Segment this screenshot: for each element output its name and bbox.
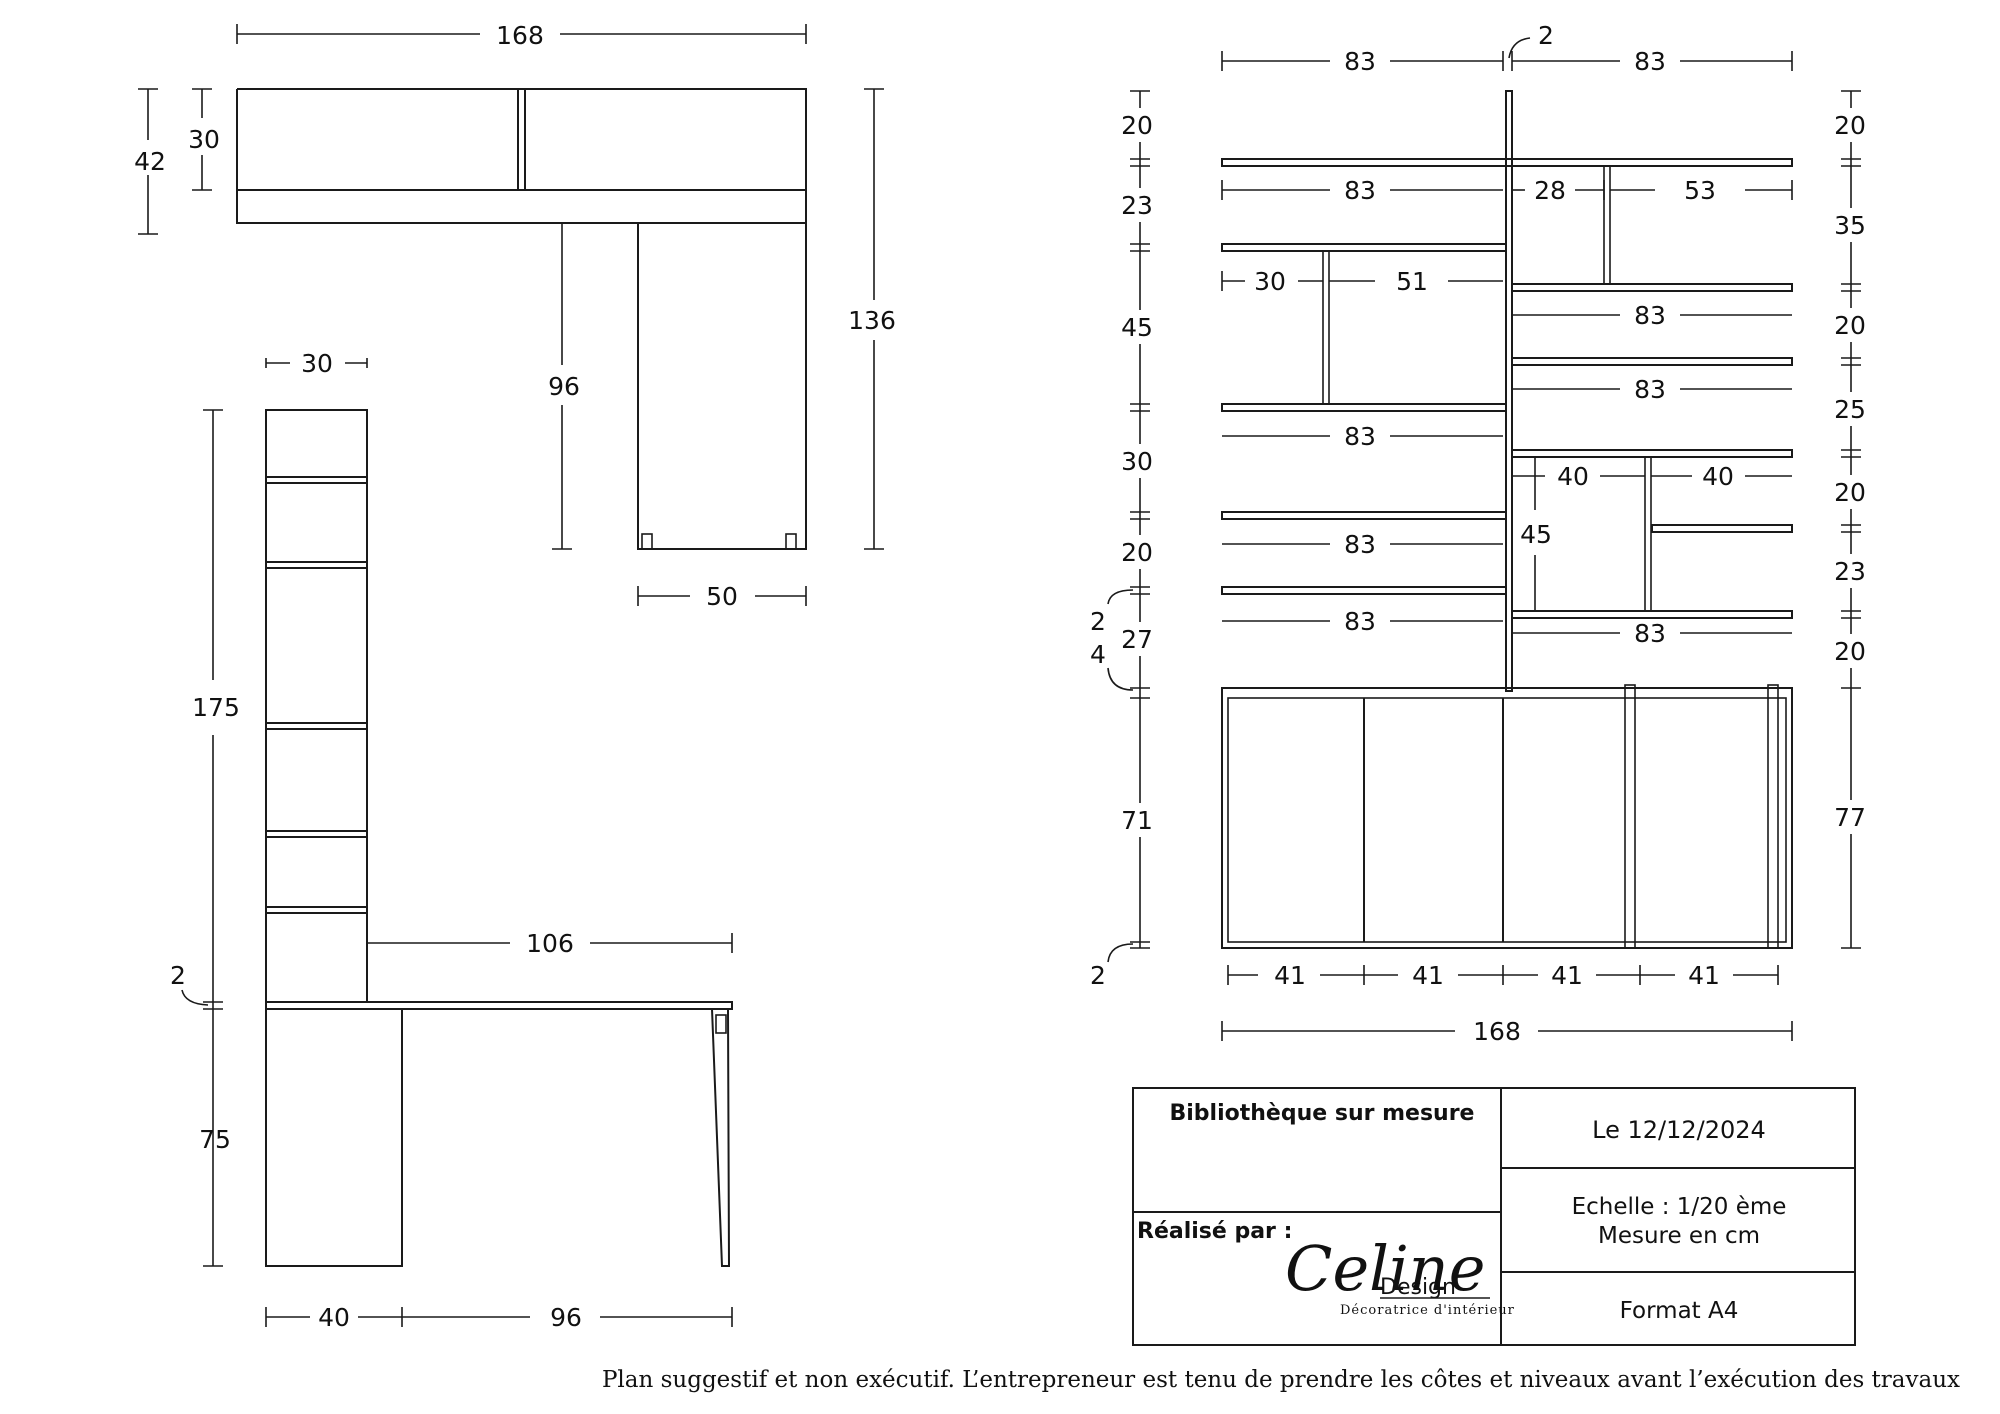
dim-top-96: 96 [548,372,580,401]
dim-front-right-7: 77 [1834,803,1866,832]
dim-front-upright: 2 [1538,21,1554,50]
dim-front-right-4: 20 [1834,478,1866,507]
dim-w83c: 83 [1344,422,1376,451]
dim-front-left-5: 27 [1121,625,1153,654]
dim-cab-0: 41 [1274,961,1306,990]
dim-cab-1: 41 [1412,961,1444,990]
side-view-elevation: 30 175 75 2 106 40 96 [170,349,733,1332]
date: Le 12/12/2024 [1592,1116,1766,1144]
dim-split-1: 40 [1702,462,1734,491]
dim-w83e: 83 [1344,607,1376,636]
dim-side-106: 106 [526,929,574,958]
dim-front-left-6: 71 [1121,806,1153,835]
logo-tagline: Décoratrice d'intérieur [1340,1303,1515,1318]
project-title: Bibliothèque sur mesure [1170,1101,1475,1126]
top-view-plan: 168 42 30 96 136 50 [134,21,896,611]
dim-front-left-extra-2: 2 [1090,961,1106,990]
dim-front-right-6: 20 [1834,637,1866,666]
dim-side-175: 175 [192,693,240,722]
dim-front-right-0: 20 [1834,111,1866,140]
dim-top-50: 50 [706,582,738,611]
dim-row1-0: 83 [1344,176,1376,205]
logo-script: Celine [1285,1232,1485,1305]
dim-front-right-5: 23 [1834,557,1866,586]
front-view-elevation: 83 83 2 20 23 45 30 20 27 71 [1090,21,1866,1046]
dim-top-30: 30 [188,125,220,154]
format: Format A4 [1620,1298,1739,1324]
unit: Mesure en cm [1598,1223,1760,1249]
dim-front-left-1: 23 [1121,191,1153,220]
dim-row2-1: 51 [1396,267,1428,296]
dim-top-168: 168 [496,21,544,50]
scale: Echelle : 1/20 ème [1572,1194,1787,1220]
dim-front-left-extra-1: 4 [1090,640,1106,669]
dim-split-0: 40 [1557,462,1589,491]
dim-front-left-0: 20 [1121,111,1153,140]
disclaimer: Plan suggestif et non exécutif. L’entrep… [602,1367,1960,1393]
dim-side-75: 75 [199,1125,231,1154]
dim-front-right-1: 35 [1834,211,1866,240]
dim-front-top-left: 83 [1344,47,1376,76]
dim-w83a: 83 [1634,301,1666,330]
dim-front-left-3: 30 [1121,447,1153,476]
dim-top-42: 42 [134,147,166,176]
dim-side-30: 30 [301,349,333,378]
dim-front-168: 168 [1473,1017,1521,1046]
dim-w83d: 83 [1344,530,1376,559]
dim-front-left-extra-0: 2 [1090,607,1106,636]
made-by-label: Réalisé par : [1137,1219,1292,1244]
dim-side-40: 40 [318,1303,350,1332]
left-height-ticks [1130,90,1150,949]
dim-w83b: 83 [1634,375,1666,404]
title-block: Bibliothèque sur mesure Le 12/12/2024 Ec… [1132,1087,1856,1346]
dim-row1-2: 53 [1684,176,1716,205]
dim-row2-0: 30 [1254,267,1286,296]
dim-front-left-4: 20 [1121,538,1153,567]
logo-word: Design [1380,1275,1456,1300]
dim-top-136: 136 [848,306,896,335]
dim-front-top-right: 83 [1634,47,1666,76]
dim-w83f: 83 [1634,619,1666,648]
dim-front-left-2: 45 [1121,313,1153,342]
celine-design-logo: Celine Design Décoratrice d'intérieur [1285,1232,1515,1318]
dim-row1-1: 28 [1534,176,1566,205]
dim-cab-2: 41 [1551,961,1583,990]
dim-front-right-3: 25 [1834,395,1866,424]
dim-side-2: 2 [170,961,186,990]
dim-inner-45: 45 [1520,520,1552,549]
dim-cab-3: 41 [1688,961,1720,990]
dim-side-96: 96 [550,1303,582,1332]
dim-front-right-2: 20 [1834,311,1866,340]
right-height-ticks [1841,90,1861,949]
